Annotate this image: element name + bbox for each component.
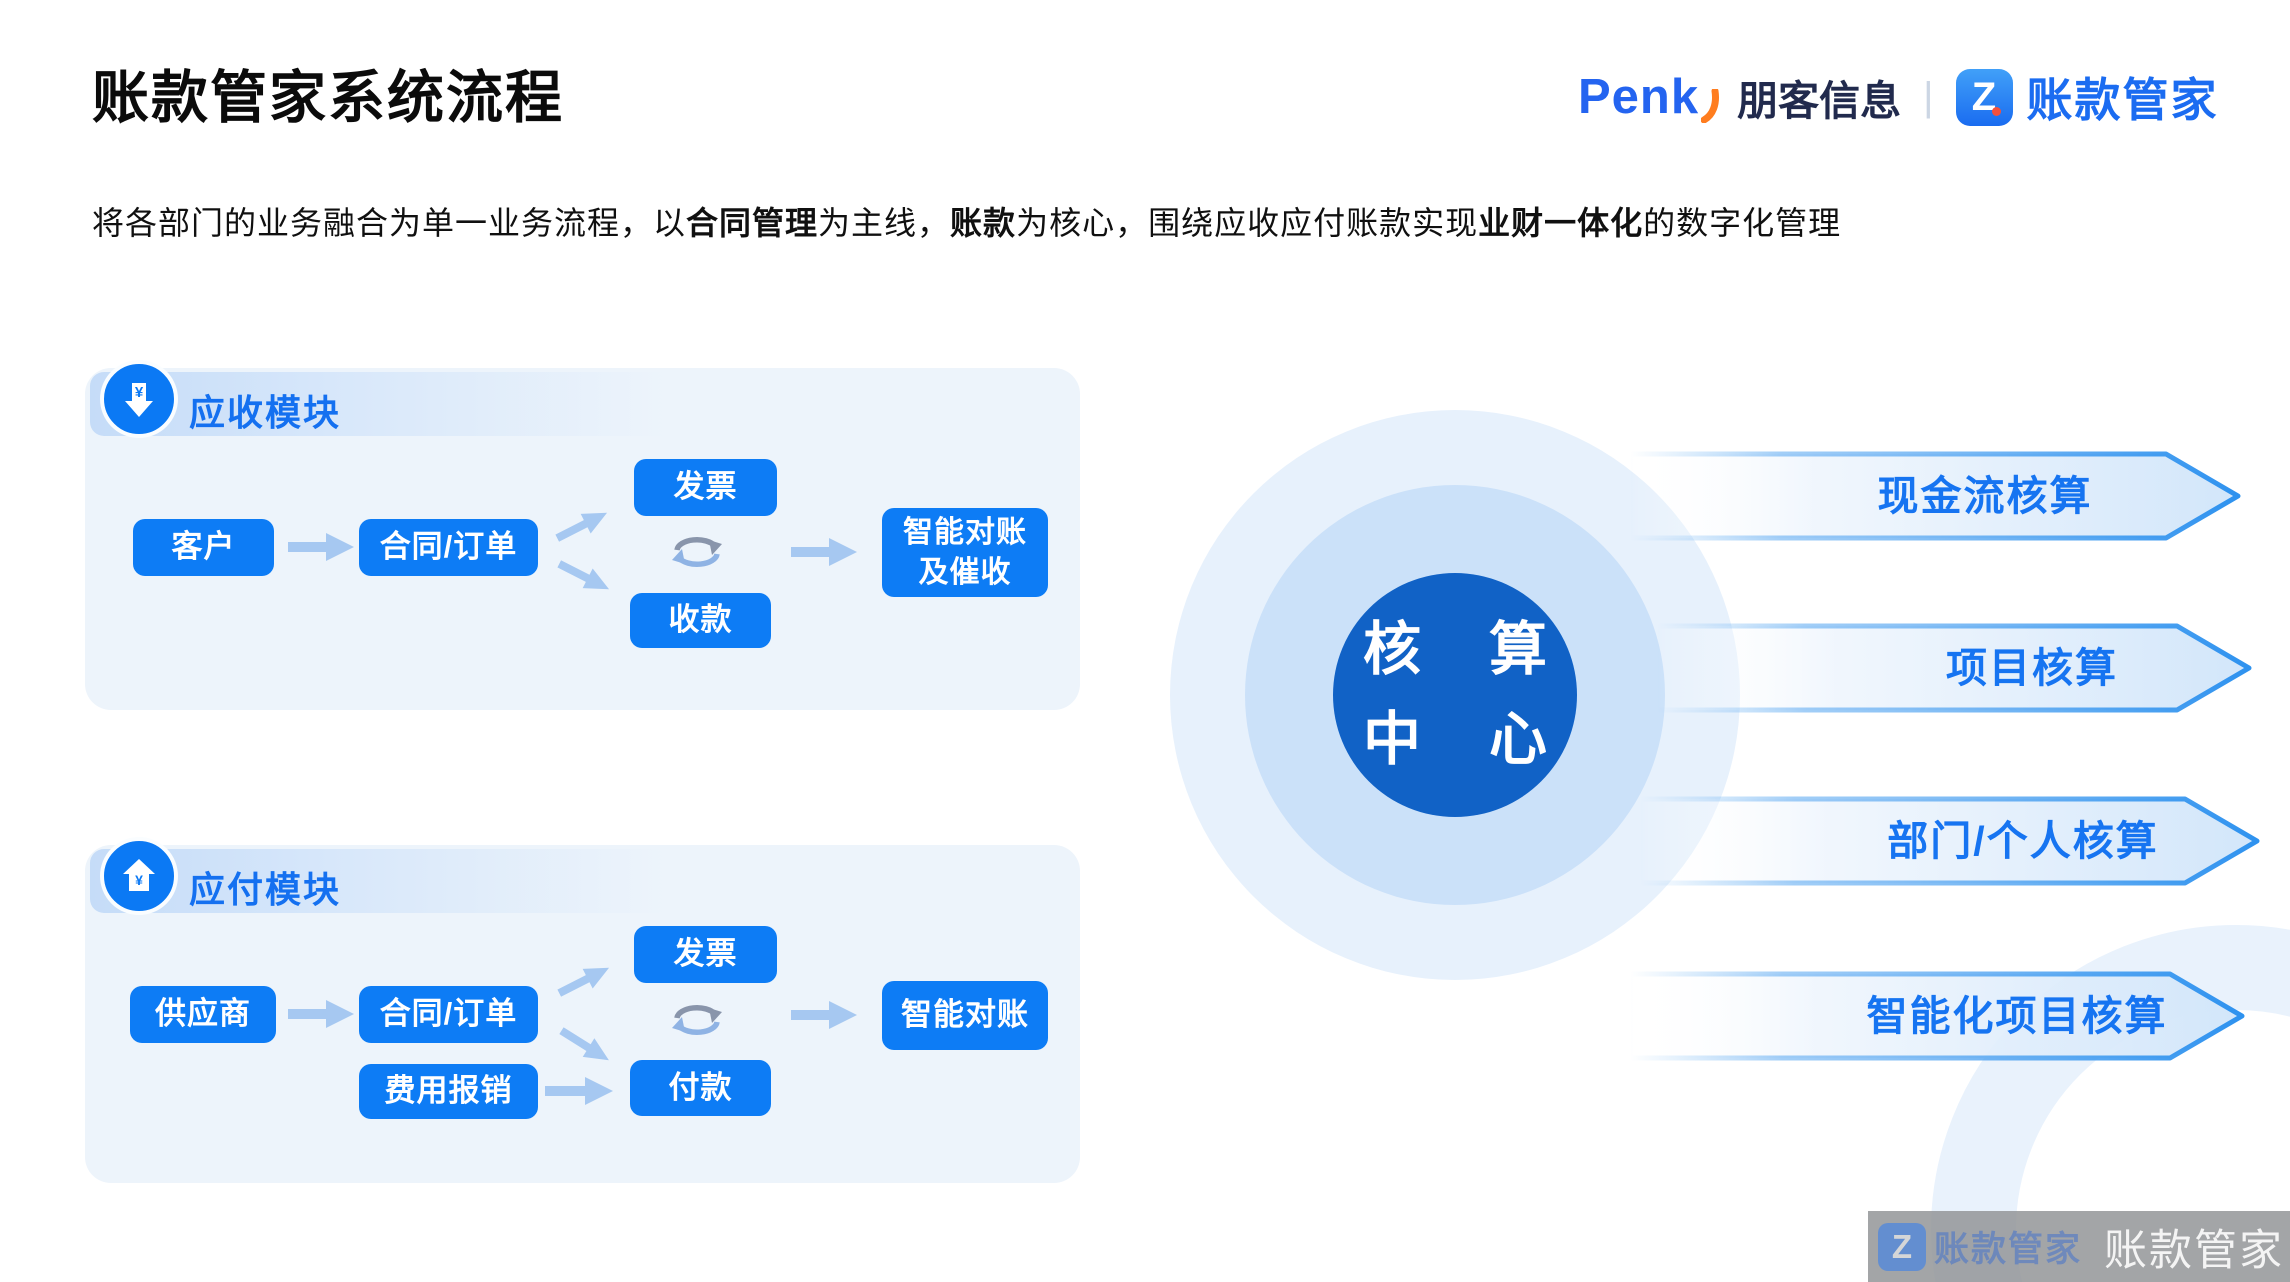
node-customer: 客户 [133,519,274,576]
sync-icon [672,537,722,567]
banner-cash-flow-accounting: 现金流核算 [1628,451,2241,541]
company-name: 朋客信息 [1737,78,1902,124]
hub-label-line1: 核 算 [1362,617,1574,683]
sync-icon [672,1005,722,1035]
watermark-z-logo-icon: Z [1877,1222,1926,1271]
penk-swoosh-icon [1701,89,1720,123]
node-invoice: 发票 [634,926,777,983]
flow-arrow-icon [791,1001,857,1029]
flow-arrow-up-icon [555,512,608,542]
payable-header-bar [90,849,690,913]
subtitle-segment: 的数字化管理 [1643,205,1842,241]
receivable-module-panel: ¥ 应收模块 客户 合同/订单 发票 收款 智能对账 及催收 [85,360,1080,710]
banner-label: 项目核算 [1946,645,2118,691]
node-collection: 收款 [630,593,771,648]
svg-text:¥: ¥ [135,384,144,401]
subtitle-segment: 为主线， [818,205,951,241]
node-supplier: 供应商 [130,986,276,1043]
node-label-line1: 智能对账 [903,515,1027,549]
subtitle-segment: 为核心，围绕应收应付账款实现 [1016,205,1479,241]
product-name: 账款管家 [2026,74,2219,126]
node-smart-reconciliation-collection: 智能对账 及催收 [882,508,1048,597]
node-smart-reconciliation: 智能对账 [882,981,1048,1050]
watermark-overlay-text: 账款管家 [2104,1226,2284,1275]
page-subtitle: 将各部门的业务融合为单一业务流程，以合同管理为主线，账款为核心，围绕应收应付账款… [92,198,1841,244]
flow-arrow-icon [288,1000,354,1028]
flow-arrow-up-icon [557,967,610,997]
banner-department-personal-accounting: 部门/个人核算 [1638,796,2260,886]
accounting-center-hub: 核 算 中 心 [1333,573,1577,817]
flow-arrow-down-icon [559,1027,609,1061]
penk-logotype: Penk [1578,70,1700,124]
yen-down-arrow-icon: ¥ [100,360,178,438]
brand-logo: Penk 朋客信息 | Z 账款管家 [1578,66,2219,128]
house-yen-icon: ¥ [100,837,178,915]
hub-label-line2: 中 心 [1362,707,1574,772]
banner-label: 部门/个人核算 [1887,818,2158,864]
subtitle-segment-bold: 账款 [950,205,1017,241]
flow-arrow-down-icon [557,560,610,590]
watermark-brand-text: 账款管家 [1933,1230,2082,1269]
node-invoice: 发票 [634,459,777,516]
node-expense-reimbursement: 费用报销 [359,1064,538,1119]
payable-module-panel: ¥ 应付模块 供应商 合同/订单 费用报销 发票 付款 智能对账 [85,837,1080,1183]
z-logo-dot [1991,106,2001,116]
node-payment: 付款 [630,1060,771,1116]
subtitle-segment: 将各部门的业务融合为单一业务流程，以 [92,205,687,241]
node-contract-order: 合同/订单 [359,519,538,576]
page-title: 账款管家系统流程 [92,66,564,130]
z-logo-icon: Z [1955,68,2013,126]
subtitle-segment-bold: 合同管理 [686,205,819,241]
svg-text:¥: ¥ [135,872,143,888]
flow-arrow-icon [288,533,354,561]
logo-divider: | [1923,74,1934,119]
flow-arrow-icon [545,1077,613,1105]
node-label-line2: 及催收 [918,555,1012,589]
banner-project-accounting: 项目核算 [1655,623,2252,713]
receivable-module-label: 应收模块 [189,392,342,433]
subtitle-segment-bold: 业财一体化 [1478,205,1644,241]
banner-label: 智能化项目核算 [1867,993,2168,1039]
receivable-header-bar [90,372,690,436]
flow-arrow-icon [791,538,857,566]
banner-label: 现金流核算 [1878,473,2093,519]
watermark-bar: Z 账款管家 账款管家 [1867,1211,2290,1282]
node-contract-order: 合同/订单 [359,986,538,1043]
banner-intelligent-project-accounting: 智能化项目核算 [1628,971,2245,1061]
payable-module-label: 应付模块 [189,869,342,910]
